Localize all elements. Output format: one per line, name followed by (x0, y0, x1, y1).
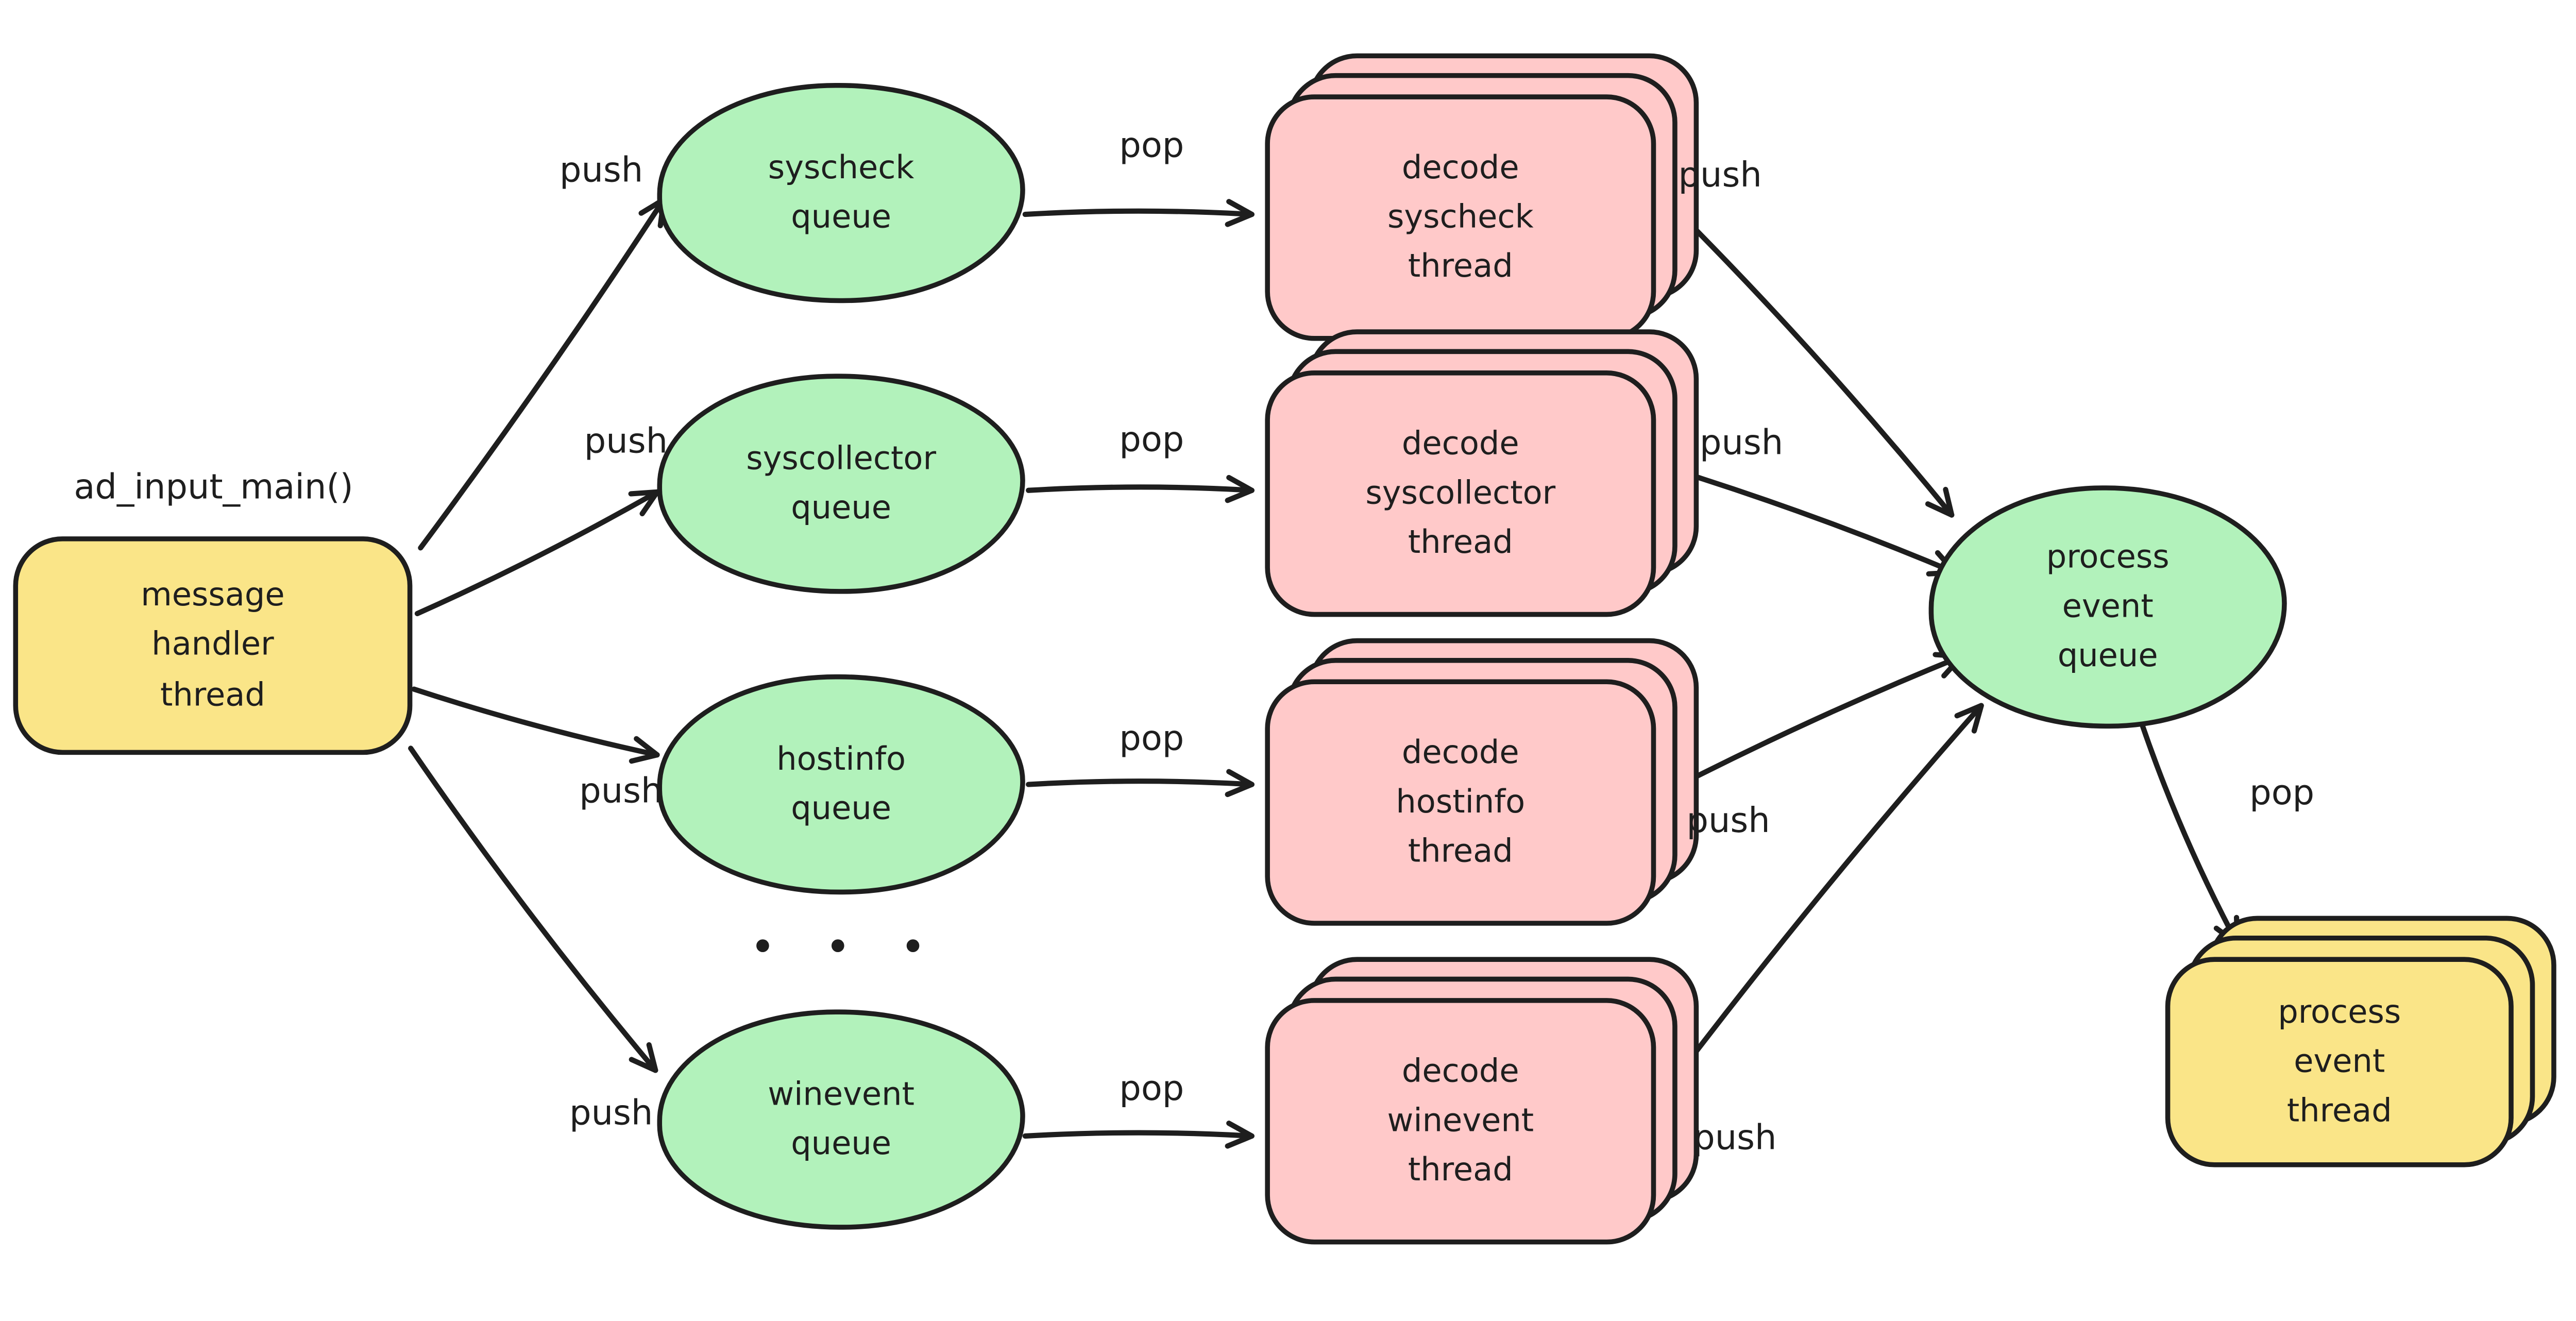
arrow-decode-hostinfo-to-process-queue-line (1678, 653, 1964, 787)
arrow-handler-to-hostinfo-queue-line (411, 686, 660, 758)
stacked-card-front: decode hostinfo thread (1265, 679, 1656, 926)
node-label: message handler thread (141, 576, 285, 714)
edge-label-push: push (569, 1093, 653, 1133)
edge-label-pop: pop (1119, 419, 1184, 460)
edge-label-pop: pop (2249, 773, 2315, 812)
arrow-handler-to-syscheck-queue-line (418, 197, 667, 551)
arrow-process-queue-to-process-thread-line (2138, 718, 2241, 947)
arrow-hostinfo-queue-to-decoder (1026, 769, 1255, 798)
arrow-winevent-queue-to-decoder-line (1022, 1130, 1255, 1139)
edge-label-push: push (1686, 801, 1770, 841)
arrow-decode-syscheck-to-process-queue-head (1925, 487, 1955, 518)
arrow-syscheck-queue-to-decoder-head (1225, 199, 1255, 227)
edge-label-pop: pop (1119, 1069, 1184, 1108)
node-message-handler-thread: message handler thread (13, 536, 413, 755)
arrow-decode-hostinfo-to-process-queue (1678, 652, 1964, 787)
edge-label-push: push (559, 150, 643, 190)
node-label: process event thread (2278, 992, 2401, 1130)
node-decode-syscollector-thread: decode syscollector thread (1265, 329, 1699, 617)
node-label: decode syscheck thread (1387, 148, 1534, 285)
stacked-card-front: process event thread (2165, 957, 2514, 1167)
arrow-syscollector-queue-to-decoder-head (1225, 475, 1255, 503)
node-process-event-thread: process event thread (2165, 916, 2556, 1167)
stacked-card-front: decode syscheck thread (1265, 94, 1656, 341)
arrow-layer (408, 197, 2241, 1149)
arrow-syscollector-queue-to-decoder (1026, 475, 1255, 503)
node-label: decode hostinfo thread (1396, 733, 1526, 870)
arrow-decode-winevent-to-process-queue-head (1954, 703, 1984, 734)
diagram-canvas: ad_input_main() message handler thread s… (0, 48, 2576, 1273)
node-label: hostinfo queue (776, 739, 906, 827)
arrow-winevent-queue-to-decoder-head (1225, 1121, 1255, 1149)
node-label: decode syscollector thread (1365, 424, 1556, 562)
arrow-decode-winevent-to-process-queue-line (1656, 703, 1984, 1103)
node-process-event-queue: process event queue (1928, 485, 2287, 729)
arrow-handler-to-winevent-queue (408, 746, 658, 1073)
edge-label-push: push (579, 771, 663, 811)
edge-label-push: push (1699, 423, 1784, 463)
node-label: winevent queue (768, 1075, 914, 1163)
node-decode-syscheck-thread: decode syscheck thread (1265, 53, 1699, 341)
edge-label-pop: pop (1119, 126, 1184, 165)
edge-label-pop: pop (1119, 719, 1184, 758)
arrow-decode-winevent-to-process-queue (1656, 703, 1984, 1103)
node-label: process event queue (2046, 537, 2170, 675)
node-decode-winevent-thread: decode winevent thread (1265, 957, 1699, 1245)
handler-function-annotation: ad_input_main() (74, 467, 353, 507)
node-winevent-queue: winevent queue (657, 1009, 1025, 1230)
edge-label-push: push (1693, 1118, 1777, 1158)
node-hostinfo-queue: hostinfo queue (657, 674, 1025, 895)
queues-ellipsis: • • • (751, 928, 944, 970)
arrow-handler-to-syscollector-queue-line (414, 489, 660, 617)
stacked-card-front: decode winevent thread (1265, 998, 1656, 1245)
node-syscheck-queue: syscheck queue (657, 83, 1025, 303)
arrow-handler-to-hostinfo-queue (411, 686, 660, 764)
arrow-handler-to-syscheck-queue (418, 197, 667, 551)
arrow-syscheck-queue-to-decoder-line (1022, 208, 1255, 217)
arrow-decode-syscheck-to-process-queue (1676, 210, 1955, 518)
arrow-decode-syscollector-to-process-queue-line (1684, 471, 1958, 575)
edge-label-push: push (1678, 155, 1762, 195)
arrow-decode-syscheck-to-process-queue-line (1676, 210, 1955, 518)
arrow-handler-to-syscollector-queue-head (628, 489, 660, 517)
arrow-handler-to-syscollector-queue (414, 489, 660, 617)
edge-label-push: push (584, 421, 668, 461)
arrow-hostinfo-queue-to-decoder-line (1026, 778, 1255, 787)
arrow-process-queue-to-process-thread (2138, 718, 2241, 947)
arrow-hostinfo-queue-to-decoder-head (1225, 769, 1255, 798)
arrow-syscollector-queue-to-decoder-line (1026, 484, 1255, 494)
node-decode-hostinfo-thread: decode hostinfo thread (1265, 638, 1699, 926)
arrow-handler-to-hostinfo-queue-head (629, 736, 660, 764)
node-label: decode winevent thread (1387, 1052, 1534, 1189)
arrow-handler-to-winevent-queue-head (629, 1042, 658, 1073)
node-label: syscollector queue (746, 439, 937, 527)
node-label: syscheck queue (768, 148, 914, 236)
stacked-card-front: decode syscollector thread (1265, 370, 1656, 617)
arrow-decode-syscollector-to-process-queue (1684, 471, 1958, 577)
arrow-handler-to-winevent-queue-line (408, 746, 658, 1073)
arrow-winevent-queue-to-decoder (1022, 1121, 1255, 1149)
node-syscollector-queue: syscollector queue (657, 374, 1025, 594)
arrow-syscheck-queue-to-decoder (1022, 199, 1255, 227)
